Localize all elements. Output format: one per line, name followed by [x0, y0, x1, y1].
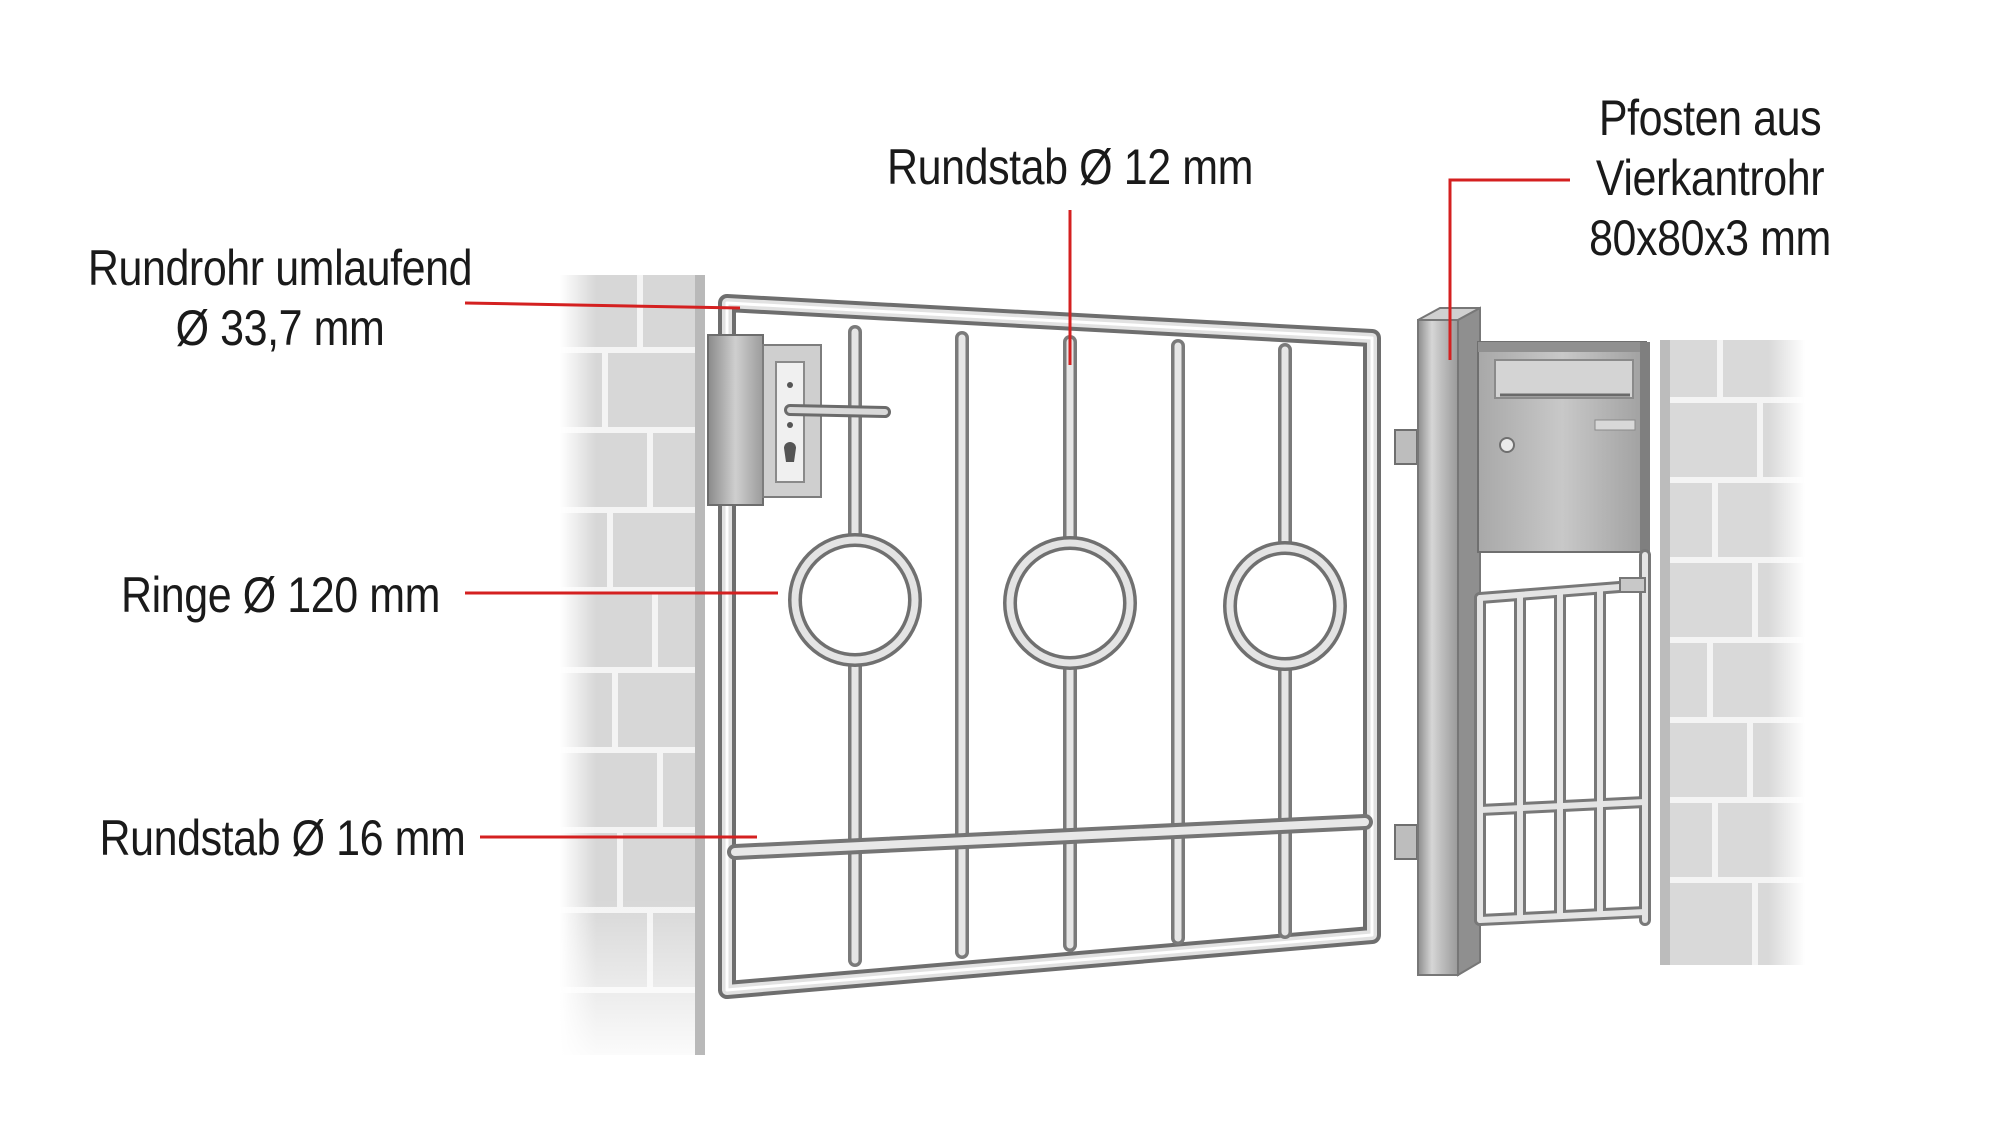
label-rundrohr-line2: Ø 33,7 mm — [175, 300, 385, 356]
side-panel — [1474, 549, 1651, 926]
leader-lines — [464, 178, 1570, 839]
lock-box — [707, 334, 891, 506]
leader-pfosten — [1448, 178, 1570, 360]
label-rundstab-16: Rundstab Ø 16 mm — [99, 810, 466, 866]
label-ringe: Ringe Ø 120 mm — [120, 567, 441, 623]
label-pfosten-line3: 80x80x3 mm — [1589, 210, 1831, 266]
label-pfosten-line1: Pfosten aus — [1598, 90, 1822, 146]
right-brick-pillar — [1660, 340, 1805, 965]
label-pfosten-line2: Vierkantrohr — [1595, 150, 1825, 206]
rings — [788, 533, 1347, 671]
left-brick-pillar — [560, 275, 705, 1055]
cross-bar — [727, 814, 1373, 860]
leader-rundrohr — [464, 301, 741, 310]
mailbox — [1477, 341, 1650, 553]
square-post — [1417, 306, 1481, 977]
gate-frame — [718, 294, 1381, 999]
label-rundrohr-line1: Rundrohr umlaufend — [87, 240, 473, 296]
label-rundstab-12: Rundstab Ø 12 mm — [887, 139, 1253, 195]
